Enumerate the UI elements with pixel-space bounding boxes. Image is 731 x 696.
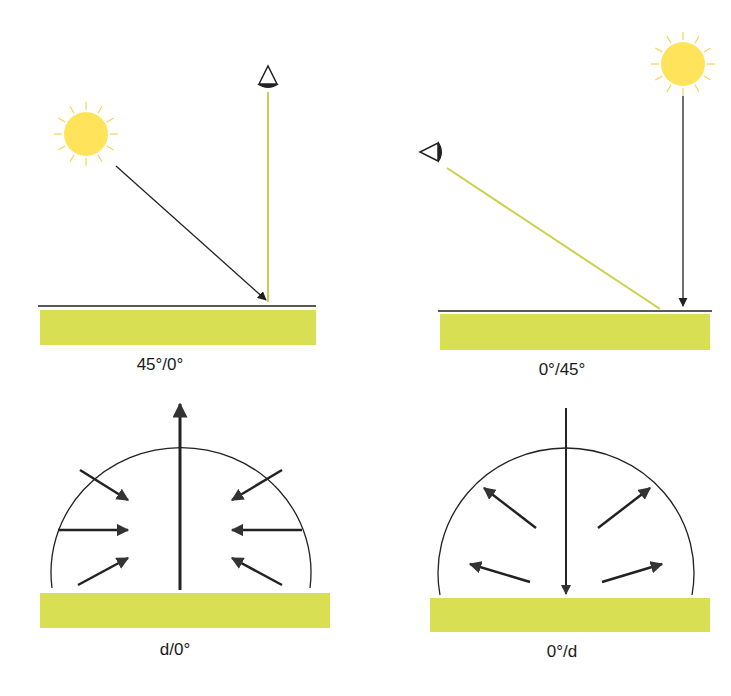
eye-icon (257, 66, 279, 88)
geometry-label: 45°/0° (137, 355, 184, 375)
eye-icon (420, 141, 442, 163)
geometry-label: 0°/45° (539, 360, 586, 380)
geometry-label: 0°/d (547, 642, 577, 662)
sample (440, 314, 710, 350)
sample (430, 598, 710, 632)
diffuse-illumination (58, 470, 302, 585)
sun-source (54, 102, 118, 166)
sample-surface (438, 310, 712, 312)
viewing-line (267, 92, 269, 302)
incident-beam (565, 408, 567, 594)
viewing-line (447, 168, 660, 309)
diffuse-reflection (470, 488, 662, 582)
sample-surface (38, 305, 316, 307)
sample (40, 310, 316, 345)
sun-source (651, 32, 715, 96)
geometry-label: d/0° (160, 640, 190, 660)
sample (40, 593, 330, 628)
measured-beam (179, 404, 182, 590)
incident-ray (116, 166, 266, 300)
incident-ray (682, 96, 683, 306)
